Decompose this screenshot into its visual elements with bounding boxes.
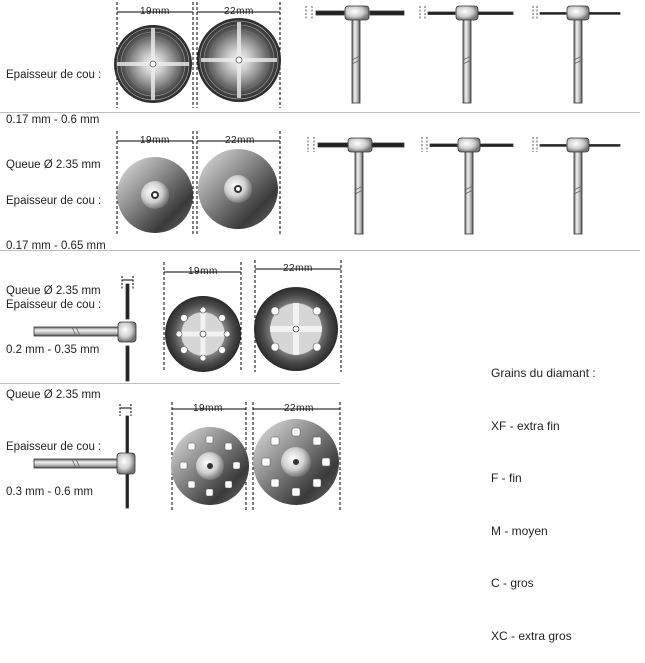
row4-disc-19mm: [171, 427, 249, 505]
row2-spec-line3: Queue Ø 2.35 mm: [6, 285, 101, 297]
row1-spec: Epaisseur de cou : 0.17 mm - 0.6 mm Queu…: [6, 38, 101, 188]
row1-spec-line3: Queue Ø 2.35 mm: [6, 159, 101, 171]
row2-spec-line1: Epaisseur de cou :: [6, 195, 102, 207]
row1-mandrel-1: [305, 5, 405, 104]
row1-spec-line1: Epaisseur de cou :: [6, 69, 102, 81]
row1-mandrel-2: [419, 5, 514, 104]
row4-spec-line2: 0.3 mm - 0.6 mm: [6, 486, 93, 498]
row2-mandrel-1: [307, 137, 405, 235]
row3-spec-line1: Epaisseur de cou :: [6, 299, 102, 311]
row3-dimension-lines: [121, 260, 342, 372]
grain-m: M - moyen: [491, 523, 548, 538]
row2-mandrel-3: [532, 137, 621, 235]
grain-xc: XC - extra gros: [491, 628, 572, 643]
row1-disc-19mm: [114, 25, 192, 103]
diagram-artwork: [33, 2, 621, 510]
grain-c: C - gros: [491, 576, 534, 590]
row3-mandrel-side: [33, 283, 137, 382]
row-separator-1: [0, 112, 640, 113]
row4-mandrel-side: [33, 415, 136, 509]
row2-dimension-lines: [116, 131, 281, 236]
row2-spec: Epaisseur de cou : 0.17 mm - 0.65 mm Que…: [6, 164, 106, 314]
row4-dimension-lines: [119, 402, 341, 510]
grain-f: F - fin: [491, 471, 522, 485]
row3-spec: Epaisseur de cou : 0.2 mm - 0.35 mm Queu…: [6, 268, 101, 418]
grains-title: Grains du diamant :: [491, 366, 596, 380]
row2-mandrel-2: [421, 137, 514, 235]
row3-disc-22mm: [254, 287, 338, 371]
row-separator-3: [0, 383, 340, 384]
row4-spec-line1: Epaisseur de cou :: [6, 441, 102, 453]
row-separator-2: [0, 250, 640, 251]
row1-spec-line2: 0.17 mm - 0.6 mm: [6, 114, 100, 126]
grain-xf: XF - extra fin: [491, 418, 560, 433]
row3-spec-line3: Queue Ø 2.35 mm: [6, 389, 101, 401]
row2-disc-22mm: [198, 149, 278, 229]
row4-spec: Epaisseur de cou : 0.3 mm - 0.6 mm: [6, 410, 101, 515]
row3-spec-line2: 0.2 mm - 0.35 mm: [6, 344, 100, 356]
row2-disc-19mm: [117, 157, 193, 233]
row2-spec-line2: 0.17 mm - 0.65 mm: [6, 240, 106, 252]
row1-mandrel-3: [532, 5, 621, 104]
row3-disc-19mm: [165, 296, 241, 372]
row4-disc-22mm: [253, 419, 339, 505]
row1-disc-22mm: [197, 18, 281, 102]
